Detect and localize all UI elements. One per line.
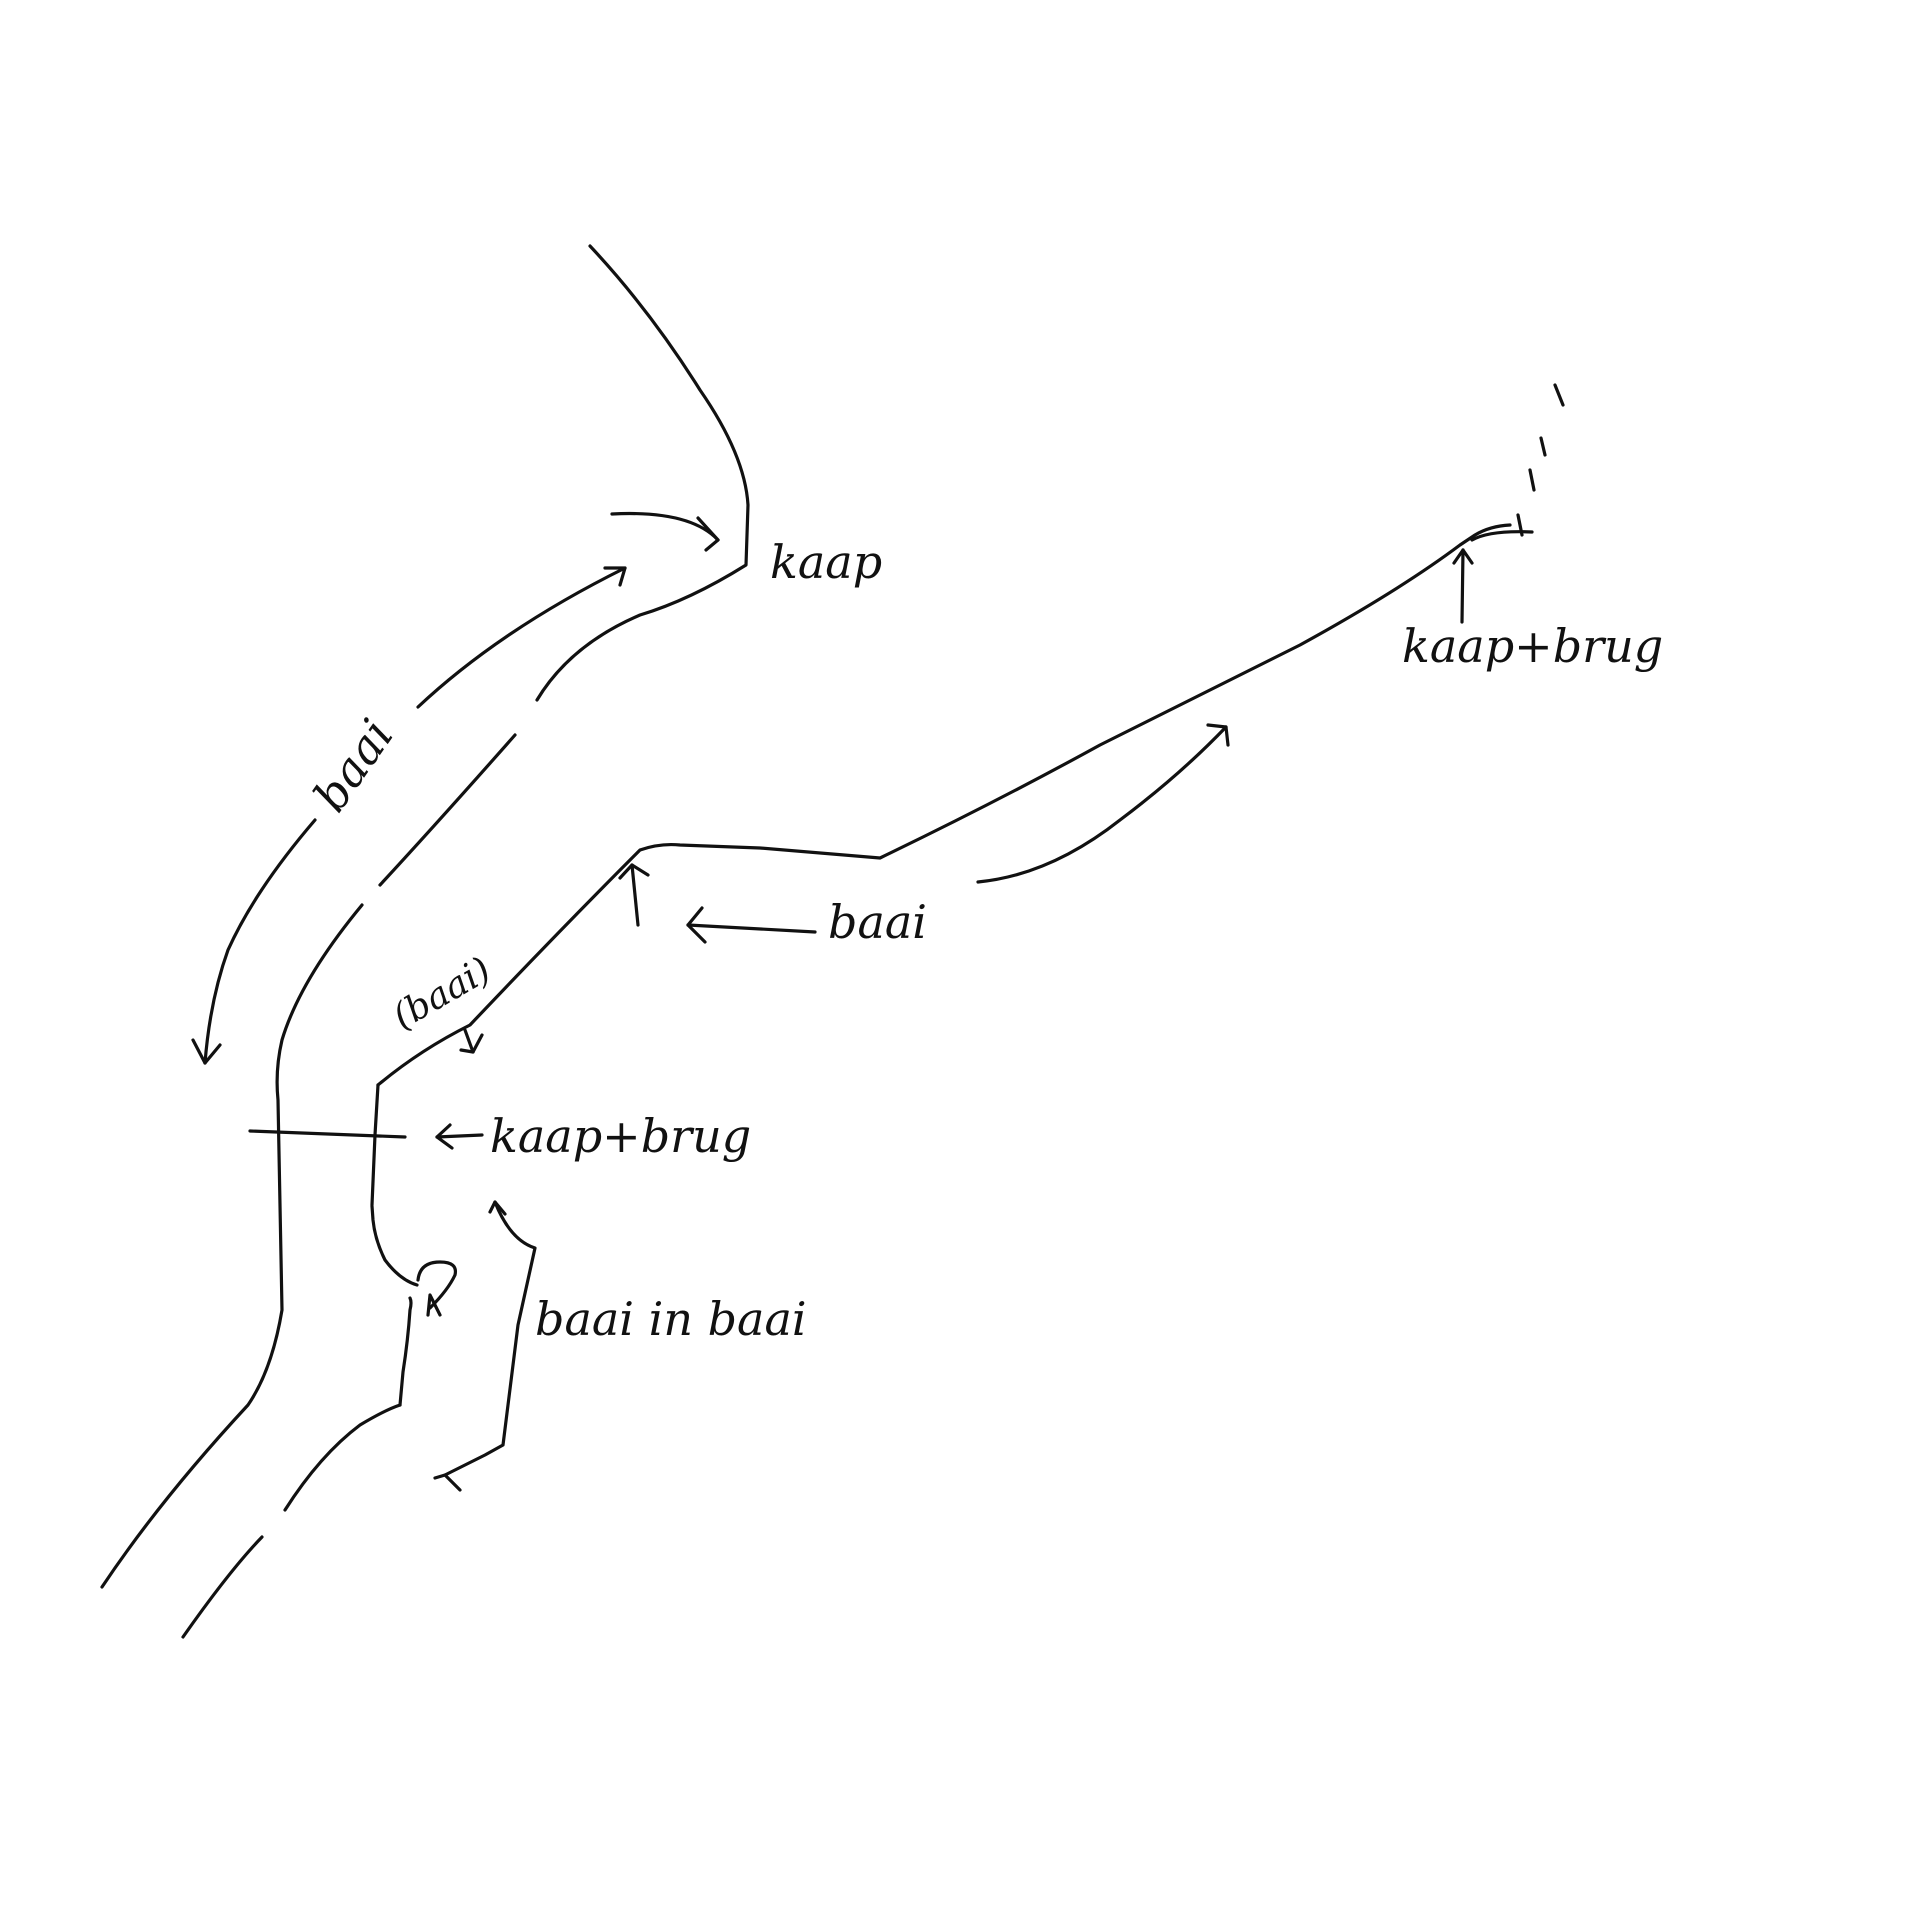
arrows <box>191 511 1474 1492</box>
arrow-kaap-brug-right <box>1460 548 1465 624</box>
arrowhead <box>435 1123 454 1150</box>
arrowhead <box>1206 723 1230 747</box>
bridge-top-right-arc <box>1470 530 1534 542</box>
arrowhead <box>426 1293 442 1317</box>
arrow-to-kaap <box>610 511 720 542</box>
dashed-extension <box>1539 436 1547 457</box>
arrowhead <box>686 906 707 944</box>
dashed-extension <box>1553 383 1565 407</box>
inner-shoreline-bottom-segment <box>283 1403 402 1512</box>
label-baai-middle: baai <box>828 895 927 949</box>
inner-shoreline-east <box>376 523 1512 1087</box>
arrowhead <box>603 566 627 587</box>
outer-shoreline <box>535 244 750 702</box>
arrowhead <box>459 1033 484 1054</box>
inner-shoreline-kaap-brug-side <box>370 1083 380 1207</box>
label-kaap: kaap <box>770 535 882 589</box>
arrowhead <box>696 516 720 552</box>
arrow-kaap-brug-bottom <box>435 1133 484 1139</box>
outer-shoreline-segment <box>378 733 517 887</box>
label-kaap-brug-bottom: kaap+brug <box>490 1109 751 1163</box>
coastlines <box>100 244 1565 1639</box>
label-baai-paren: (baai) <box>386 949 498 1037</box>
arrow-baai-in-baai-bracket <box>443 1200 537 1477</box>
outer-shoreline-segment <box>100 903 364 1589</box>
arrowhead <box>433 1473 462 1492</box>
dashed-extension <box>1528 468 1536 492</box>
arrow-baai-middle-corner <box>630 863 640 927</box>
arrow-baai-left-lower <box>203 818 317 1065</box>
inner-shoreline-bottom <box>181 1535 264 1639</box>
inner-shoreline-bay-in-bay <box>370 1204 419 1287</box>
arrow-baai-in-baai-curl <box>416 1260 458 1310</box>
arrow-baai-left-upper <box>416 566 627 709</box>
bridges <box>248 530 1534 1139</box>
arrowhead <box>488 1200 507 1216</box>
arrow-baai-middle-right <box>976 725 1228 884</box>
label-kaap-brug-right: kaap+brug <box>1402 619 1663 673</box>
label-baai-left: baai <box>303 709 404 821</box>
bridge-bottom <box>248 1129 407 1139</box>
arrowhead <box>618 863 650 880</box>
arrow-baai-paren <box>463 1028 475 1054</box>
arrowhead <box>1452 548 1474 565</box>
arrow-baai-middle-left <box>686 923 817 934</box>
label-baai-in-baai: baai in baai <box>535 1292 807 1346</box>
inner-shoreline-bay-in-bay <box>398 1296 413 1407</box>
arrowhead <box>191 1038 222 1065</box>
